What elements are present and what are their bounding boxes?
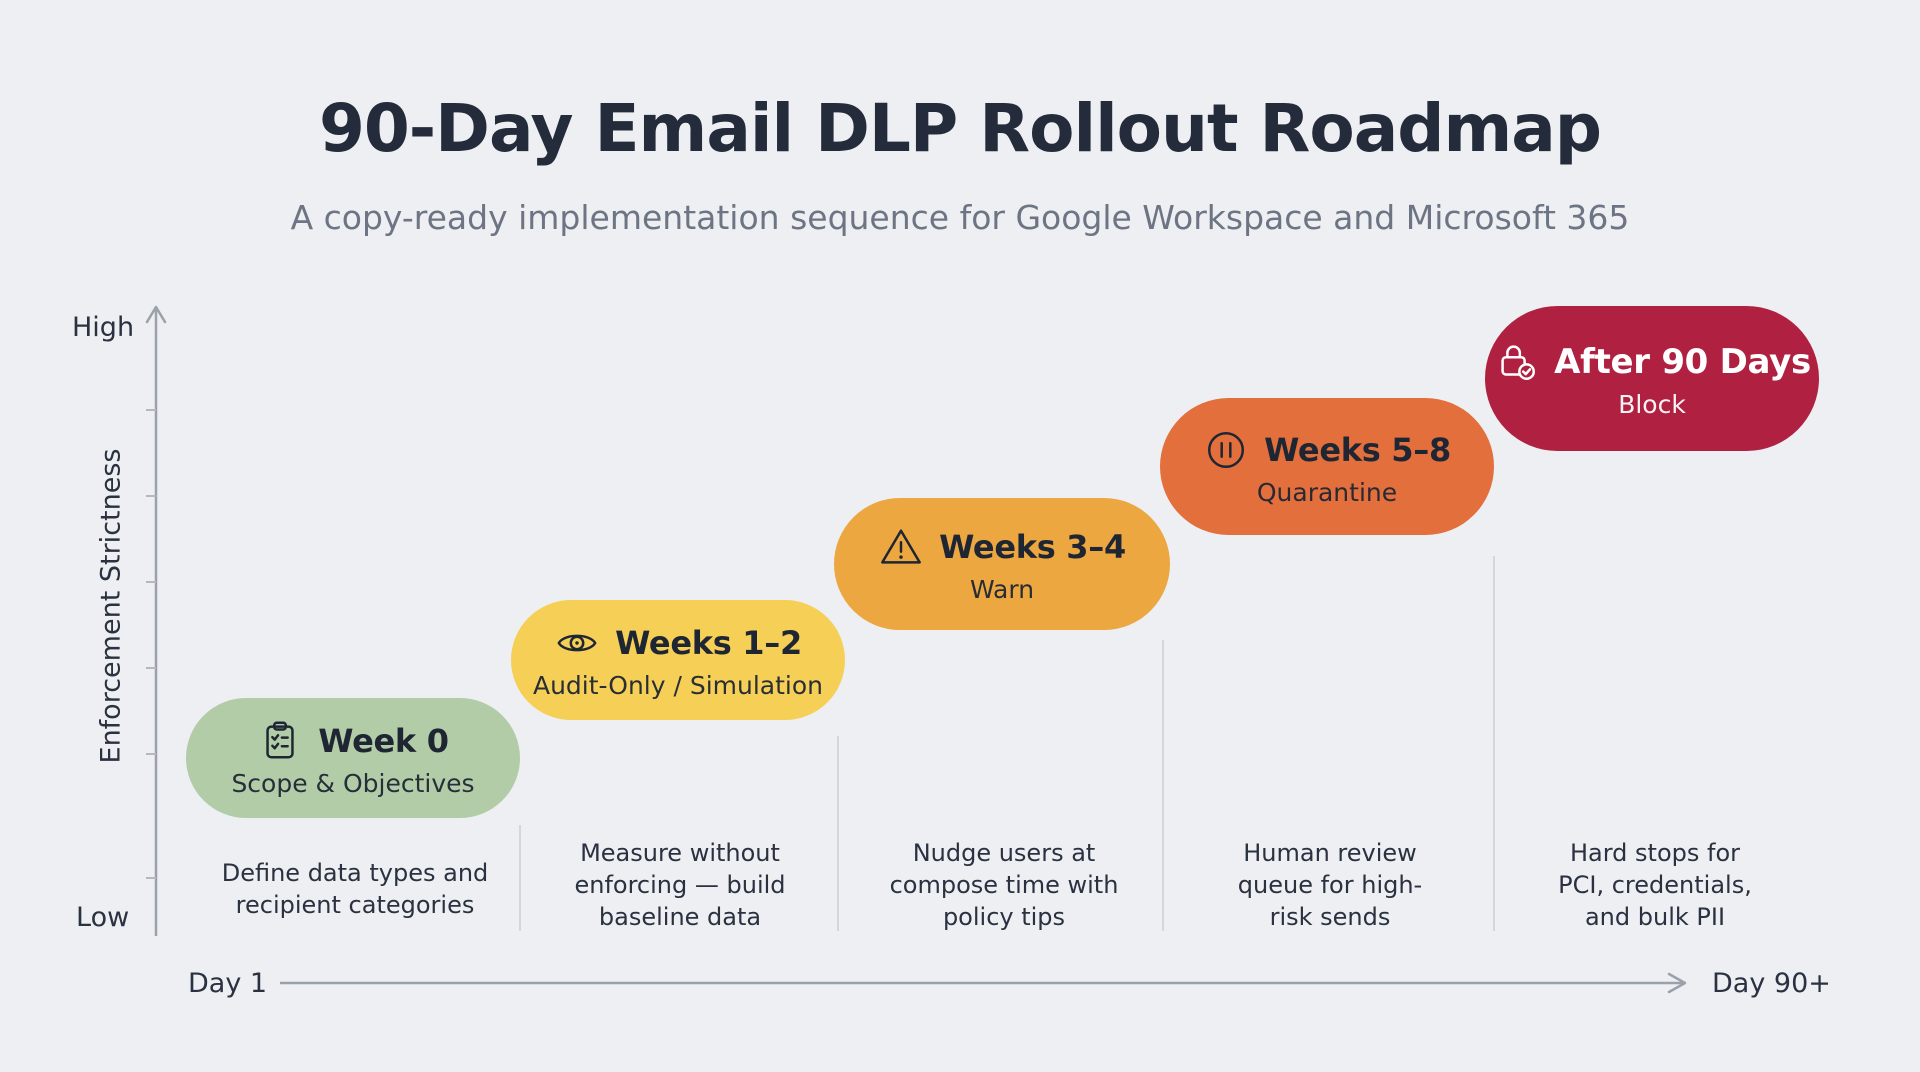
stage-description: Hard stops for PCI, credentials, and bul…: [1558, 839, 1752, 931]
y-axis-high-label: High: [72, 312, 135, 343]
stage-description: Nudge users at compose time with policy …: [889, 839, 1119, 931]
stage-description: Human review queue for high-risk sends: [1237, 839, 1423, 931]
stage-subtitle: Audit-Only / Simulation: [532, 671, 824, 700]
stage-subtitle: Scope & Objectives: [231, 769, 475, 798]
warning-triangle-icon: [878, 524, 924, 570]
stage-weeks-5-8: Weeks 5–8 Quarantine: [1160, 398, 1494, 535]
stage-title: Weeks 5–8: [1264, 430, 1451, 469]
y-axis-low-label: Low: [76, 902, 130, 933]
stage-description: Define data types and recipient categori…: [221, 859, 489, 919]
stage-title: Week 0: [318, 722, 449, 760]
pause-circle-icon: [1203, 427, 1249, 473]
stage-description: Measure without enforcing — build baseli…: [574, 839, 786, 931]
stage-subtitle: Warn: [969, 575, 1035, 604]
y-axis: [145, 305, 167, 936]
clipboard-checklist-icon: [257, 718, 303, 764]
column-separator: [1162, 640, 1164, 931]
eye-icon: [554, 620, 600, 666]
y-axis-title: Enforcement Strictness: [95, 448, 127, 764]
stage-title: Weeks 1–2: [615, 624, 802, 662]
stage-title: After 90 Days: [1554, 341, 1811, 382]
x-axis-start-label: Day 1: [188, 968, 268, 999]
column-separator: [1493, 556, 1495, 931]
page-title: 90-Day Email DLP Rollout Roadmap: [318, 90, 1602, 167]
stage-weeks-1-2: Weeks 1–2 Audit-Only / Simulation: [511, 600, 845, 720]
stage-week-0: Week 0 Scope & Objectives: [186, 698, 520, 818]
column-separator: [837, 736, 839, 931]
x-axis: [280, 972, 1687, 994]
lock-shield-check-icon: [1493, 339, 1539, 385]
stage-subtitle: Block: [1618, 389, 1686, 419]
stage-weeks-3-4: Weeks 3–4 Warn: [834, 498, 1170, 630]
stage-after-90-days: After 90 Days Block: [1485, 306, 1819, 451]
stage-subtitle: Quarantine: [1256, 477, 1398, 507]
x-axis-end-label: Day 90+: [1712, 968, 1831, 999]
page-subtitle: A copy-ready implementation sequence for…: [290, 198, 1630, 237]
column-separator: [519, 825, 521, 931]
stage-title: Weeks 3–4: [939, 528, 1126, 566]
